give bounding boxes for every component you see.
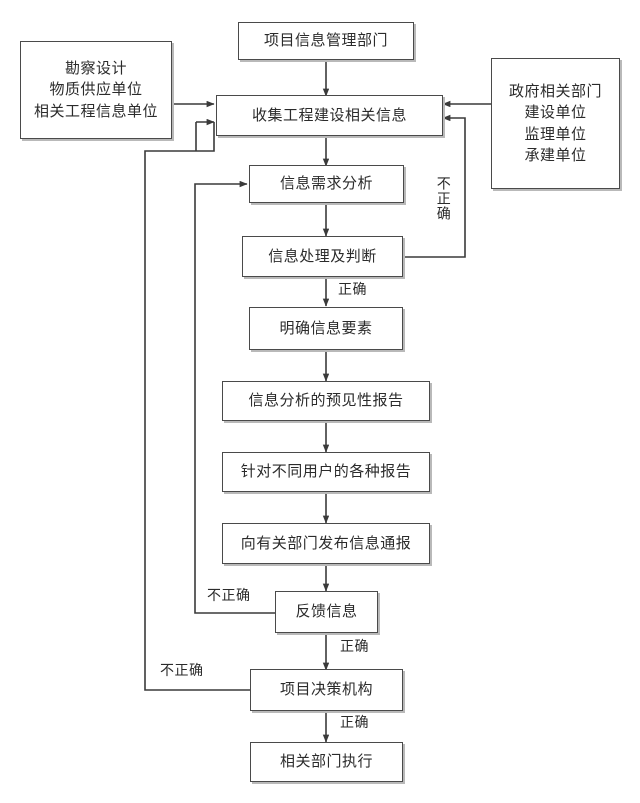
node-decision-body[interactable]: 项目决策机构: [250, 669, 403, 711]
node-survey-supply-units-line-0: 勘察设计: [64, 59, 127, 78]
node-clarify-elements-line-0: 明确信息要素: [279, 318, 373, 337]
node-feedback-info-line-0: 反馈信息: [295, 602, 358, 621]
node-demand-analysis-line-0: 信息需求分析: [279, 174, 373, 193]
edge-label-correct-to-elements: 正确: [338, 282, 367, 298]
edge-process-incorrect-to-collect: [403, 114, 466, 258]
node-feedback-info[interactable]: 反馈信息: [275, 591, 378, 633]
node-publish-bulletin-line-0: 向有关部门发布信息通报: [240, 533, 412, 552]
edge-label-correct-feedback-to-decision: 正确: [340, 639, 369, 655]
node-predictive-report[interactable]: 信息分析的预见性报告: [222, 381, 430, 421]
node-project-info-dept[interactable]: 项目信息管理部门: [238, 22, 414, 60]
edge-label-incorrect-right-loop: 不正确: [434, 176, 451, 221]
edge-label-incorrect-decision-loop: 不正确: [160, 663, 204, 679]
edge-label-correct-decision-to-execute: 正确: [340, 715, 369, 731]
node-user-reports-line-0: 针对不同用户的各种报告: [240, 462, 412, 481]
node-survey-supply-units-line-1: 物质供应单位: [49, 80, 143, 99]
node-user-reports[interactable]: 针对不同用户的各种报告: [222, 452, 430, 492]
node-project-info-dept-line-0: 项目信息管理部门: [263, 31, 388, 50]
node-clarify-elements[interactable]: 明确信息要素: [249, 307, 403, 350]
node-demand-analysis[interactable]: 信息需求分析: [249, 165, 404, 203]
node-gov-units-line-1: 建设单位: [524, 103, 587, 122]
node-dept-execute[interactable]: 相关部门执行: [250, 742, 403, 782]
node-gov-units-line-3: 承建单位: [524, 145, 587, 164]
node-decision-body-line-0: 项目决策机构: [279, 680, 373, 699]
node-gov-units-line-2: 监理单位: [524, 124, 587, 143]
node-gov-units-line-0: 政府相关部门: [508, 81, 602, 100]
node-survey-supply-units[interactable]: 勘察设计 物质供应单位 相关工程信息单位: [20, 41, 172, 139]
node-process-judge-line-0: 信息处理及判断: [268, 246, 377, 265]
edge-label-incorrect-feedback-loop: 不正确: [207, 588, 251, 604]
node-survey-supply-units-line-2: 相关工程信息单位: [33, 101, 158, 120]
node-process-judge[interactable]: 信息处理及判断: [242, 236, 403, 277]
node-gov-units[interactable]: 政府相关部门 建设单位 监理单位 承建单位: [491, 58, 620, 189]
node-collect-info-line-0: 收集工程建设相关信息: [251, 105, 407, 124]
node-dept-execute-line-0: 相关部门执行: [279, 752, 373, 771]
node-collect-info[interactable]: 收集工程建设相关信息: [216, 95, 443, 136]
node-predictive-report-line-0: 信息分析的预见性报告: [248, 391, 404, 410]
node-publish-bulletin[interactable]: 向有关部门发布信息通报: [222, 523, 430, 564]
